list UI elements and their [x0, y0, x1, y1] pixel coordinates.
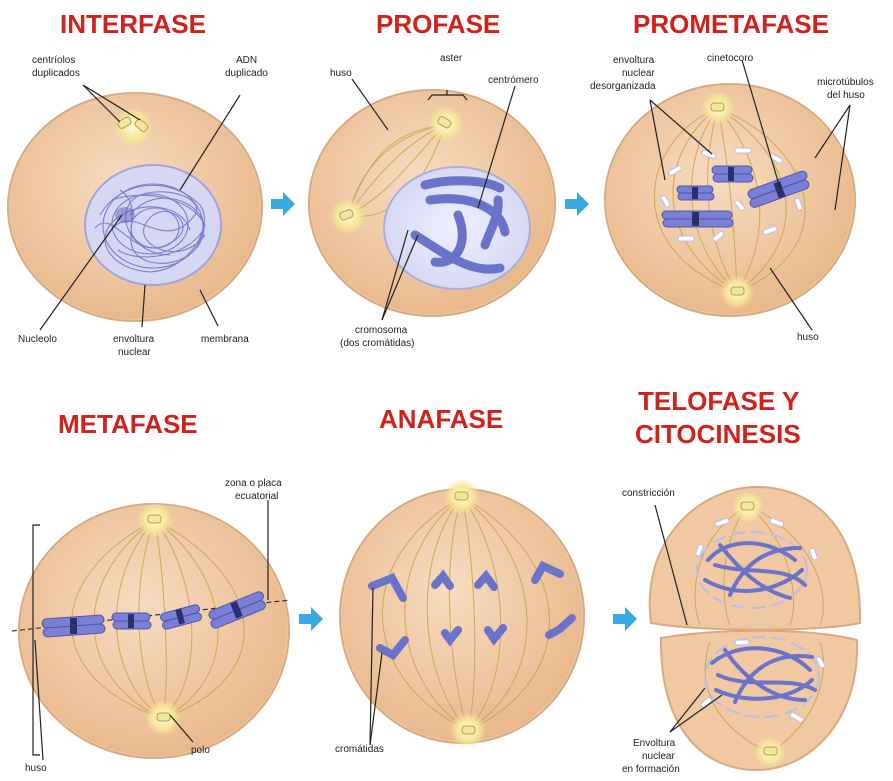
title-prometafase: PROMETAFASE: [633, 9, 829, 39]
label-duplicados: duplicados: [32, 68, 80, 79]
title-metafase: METAFASE: [58, 409, 198, 439]
label-en-formacion: en formación: [622, 764, 680, 775]
label-envoltura-desorg: envoltura: [613, 55, 655, 66]
label-adn-duplicado: duplicado: [225, 68, 268, 79]
label-del-huso: del huso: [827, 90, 865, 101]
label-cromatidas: cromátidas: [335, 744, 384, 755]
label-centriolos: centríolos: [32, 55, 75, 66]
label-desorganizada: desorganizada: [590, 81, 656, 92]
title-anafase: ANAFASE: [379, 404, 503, 434]
label-envoltura-formacion-nuclear: nuclear: [642, 751, 675, 762]
label-huso-metafase: huso: [25, 763, 47, 774]
label-microtubulos: microtúbulos: [817, 77, 874, 88]
label-huso-prometafase: huso: [797, 332, 819, 343]
label-centromero: centrómero: [488, 75, 539, 86]
label-ecuatorial: ecuatorial: [235, 491, 278, 502]
title-telofase: TELOFASE Y: [638, 386, 799, 416]
label-polo: polo: [191, 745, 210, 756]
label-huso-profase: huso: [330, 68, 352, 79]
arrow-4: [613, 607, 637, 631]
title-citocinesis: CITOCINESIS: [635, 419, 801, 449]
label-envoltura-nuclear: nuclear: [118, 347, 151, 358]
cell-anafase: [340, 479, 584, 748]
label-constriccion: constricción: [622, 488, 675, 499]
label-membrana: membrana: [201, 334, 249, 345]
label-envoltura-formacion: Envoltura: [633, 738, 676, 749]
label-adn: ADN: [236, 55, 257, 66]
title-interfase: INTERFASE: [60, 9, 206, 39]
label-envoltura: envoltura: [113, 334, 155, 345]
label-zona: zona o placa: [225, 478, 282, 489]
label-nucleolo: Nucleolo: [18, 334, 57, 345]
label-cromosoma: cromosoma: [355, 325, 408, 336]
label-cinetocoro: cinetocoro: [707, 53, 754, 64]
arrow-2: [565, 192, 589, 216]
title-profase: PROFASE: [376, 9, 500, 39]
cell-telofase: [650, 487, 860, 770]
label-dos-cromatidas: (dos cromátidas): [340, 338, 414, 349]
cell-prometafase: [605, 84, 855, 316]
arrow-1: [271, 192, 295, 216]
arrow-3: [299, 607, 323, 631]
cell-profase: [309, 90, 555, 316]
cell-interfase: [8, 93, 262, 321]
label-aster: aster: [440, 53, 463, 64]
cell-metafase: [12, 502, 290, 758]
label-envoltura-desorg-nuclear: nuclear: [622, 68, 655, 79]
